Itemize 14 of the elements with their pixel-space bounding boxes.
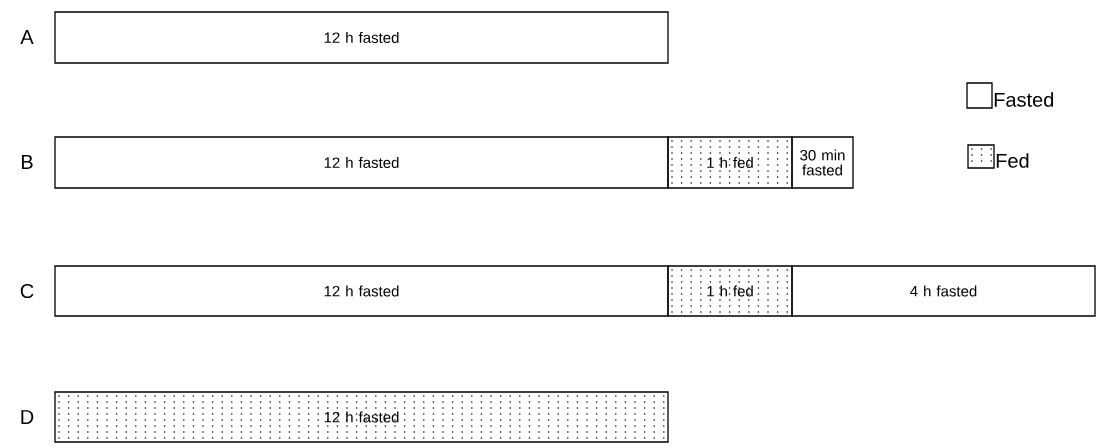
fed-segment: 1 h fed (667, 265, 793, 317)
fasted-segment: 12 h fasted (54, 136, 669, 189)
legend-label: Fed (996, 153, 1029, 168)
fasted-segment: 30 min fasted (791, 136, 854, 189)
fasted-segment: 12 h fasted (54, 265, 669, 317)
fasted-segment: 12 h fasted (54, 11, 669, 64)
row-label: D (21, 410, 34, 424)
fed-segment: 12 h fasted (54, 391, 669, 443)
row-label: C (20, 283, 34, 299)
row-label: A (20, 30, 34, 44)
fasted-segment: 4 h fasted (791, 265, 1096, 317)
legend-label: Fasted (994, 92, 1054, 107)
row-label: B (22, 155, 33, 169)
fed-segment: 1 h fed (667, 136, 793, 189)
